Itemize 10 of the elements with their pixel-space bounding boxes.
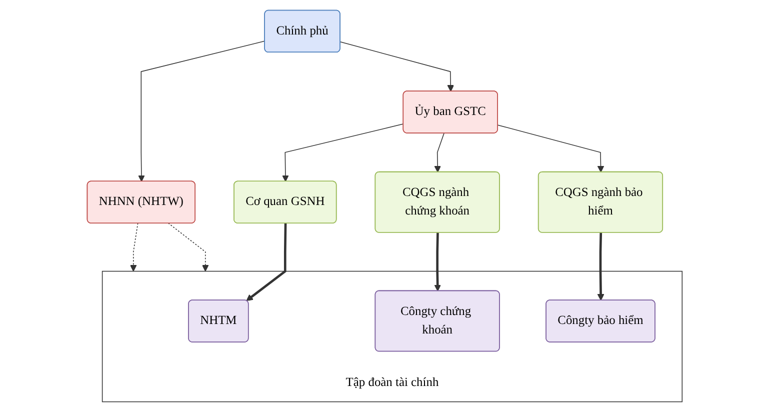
arrow: [340, 41, 454, 92]
arrow: [168, 222, 210, 272]
arrow: [130, 222, 139, 272]
arrow: [138, 40, 266, 182]
arrow: [282, 124, 404, 182]
arrow: [246, 223, 287, 302]
arrow: [434, 232, 442, 292]
arrow: [598, 232, 605, 301]
arrow: [434, 132, 445, 173]
arrow: [498, 124, 604, 173]
